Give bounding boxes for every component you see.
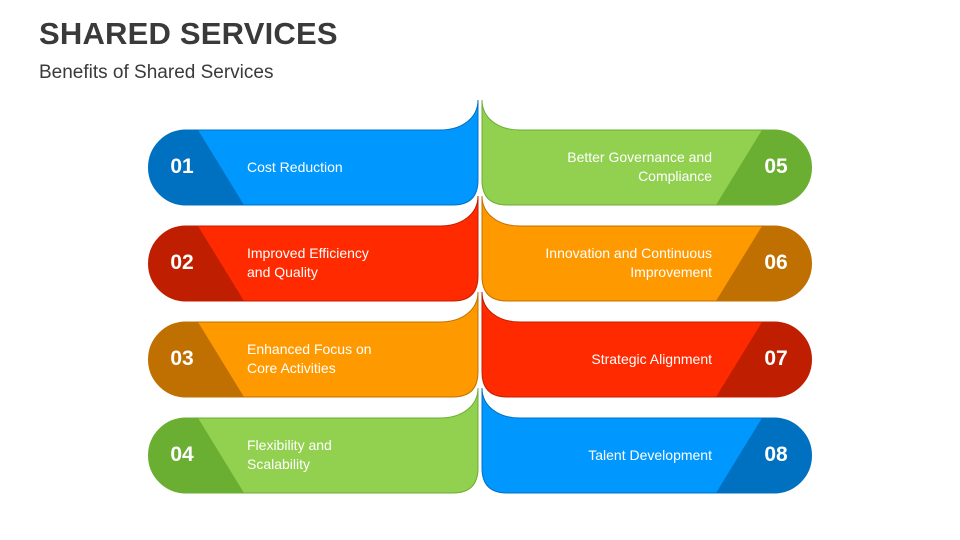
benefit-number-cap (716, 418, 812, 493)
benefit-number: 01 (170, 155, 194, 178)
benefit-label: Flexibility and Scalability (247, 437, 332, 472)
benefit-shape-04 (148, 387, 479, 494)
page-subtitle: Benefits of Shared Services (39, 62, 274, 83)
benefit-shape-01 (148, 99, 479, 206)
benefit-number: 02 (170, 251, 194, 274)
benefit-number: 06 (764, 251, 788, 274)
benefit-number-cap (716, 226, 812, 301)
benefit-number: 07 (764, 347, 788, 370)
benefit-number-cap (716, 130, 812, 205)
benefit-number-cap (148, 130, 244, 205)
benefit-number-cap (148, 418, 244, 493)
benefit-label: Talent Development (588, 446, 712, 463)
benefit-label: Strategic Alignment (591, 350, 712, 367)
benefit-number-cap (148, 322, 244, 397)
benefit-shape-08 (481, 387, 812, 494)
benefit-label: Innovation and Continuous Improvement (545, 245, 712, 280)
benefit-number: 05 (764, 155, 788, 178)
benefit-number-cap (716, 322, 812, 397)
benefit-shape-06 (481, 195, 812, 302)
benefit-shape-07 (481, 291, 812, 398)
benefit-number: 08 (764, 443, 788, 466)
benefit-number-cap (148, 226, 244, 301)
benefit-number: 03 (170, 347, 194, 370)
benefit-shape-03 (148, 291, 479, 398)
page-title: SHARED SERVICES (39, 16, 338, 51)
benefit-shape-05 (481, 99, 812, 206)
benefit-label: Improved Efficiency and Quality (247, 245, 369, 280)
benefit-shape-02 (148, 195, 479, 302)
benefit-label: Better Governance and Compliance (567, 149, 712, 184)
benefit-number: 04 (170, 443, 194, 466)
benefit-label: Enhanced Focus on Core Activities (247, 341, 372, 376)
benefit-label: Cost Reduction (247, 158, 343, 175)
